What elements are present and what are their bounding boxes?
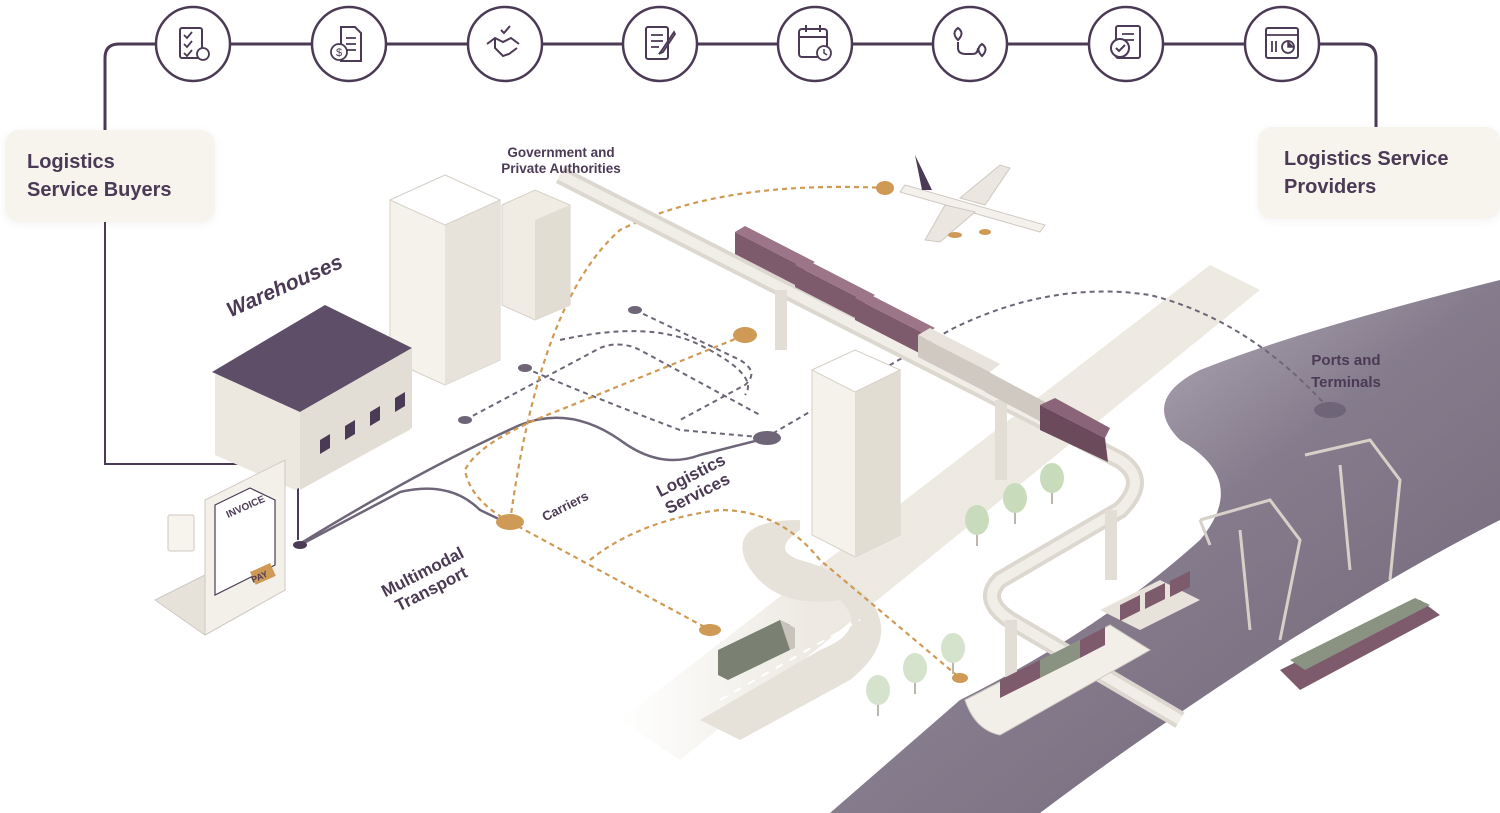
trees (866, 463, 1064, 716)
government-authorities-label: Government and Private Authorities (496, 145, 626, 177)
cargo-ship (964, 571, 1200, 736)
government-buildings (388, 174, 571, 386)
contract-signing-icon (621, 5, 699, 83)
approved-document-icon (1087, 5, 1165, 83)
freight-train (735, 226, 1110, 462)
ports-label-line-2: Terminals (1311, 374, 1381, 391)
container-stacks (1280, 598, 1440, 690)
checklist-icon (154, 5, 232, 83)
logistics-service-buyers-card: Logistics Service Buyers (5, 130, 215, 222)
elevated-railway (555, 166, 1185, 728)
airplane (899, 155, 1046, 243)
government-label-line-1: Government and (507, 145, 615, 160)
government-label-line-2: Private Authorities (501, 161, 621, 176)
calendar-schedule-icon (776, 5, 854, 83)
logistics-tower (810, 349, 902, 558)
network-lines-gray (464, 290, 1331, 439)
dashboard-report-icon (1243, 5, 1321, 83)
port-cranes (1198, 438, 1402, 641)
network-lines-solid (297, 416, 768, 547)
logistics-service-providers-card: Logistics Service Providers (1258, 127, 1500, 219)
network-nodes (293, 181, 1346, 683)
invoice-payment-icon: $ (310, 5, 388, 83)
ports-terminals-label: Ports and Terminals (1300, 350, 1392, 394)
handshake-icon (466, 5, 544, 83)
providers-label-line-2: Providers (1284, 176, 1377, 198)
svg-text:$: $ (336, 47, 342, 59)
network-lines-orange (463, 185, 961, 679)
truck (718, 620, 795, 680)
ports-label-line-1: Ports and (1311, 352, 1381, 369)
route-icon (931, 5, 1009, 83)
providers-label-line-1: Logistics Service (1284, 148, 1449, 170)
laptop-invoice: INVOICE PAY (154, 459, 286, 636)
buyers-label-line-2: Service Buyers (27, 179, 172, 201)
process-connector (103, 42, 1378, 540)
process-icons: $ (154, 5, 1321, 83)
warehouse-building (212, 305, 412, 490)
buyers-label-line-1: Logistics (27, 151, 115, 173)
